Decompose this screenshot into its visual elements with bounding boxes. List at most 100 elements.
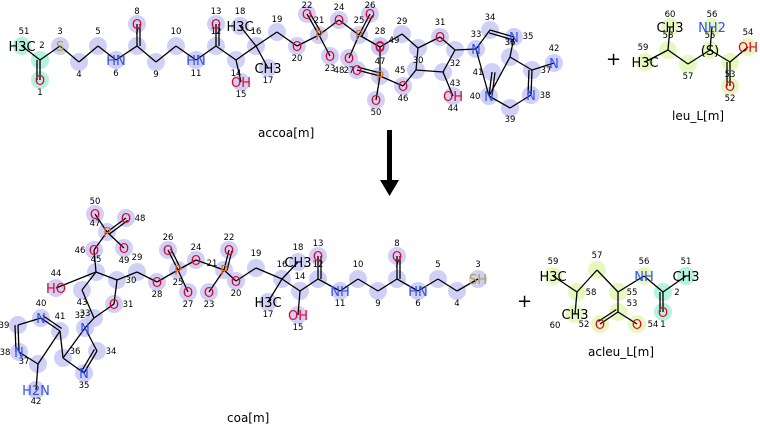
- bond: [709, 26, 713, 51]
- atom-index: 54: [648, 320, 659, 330]
- bond: [402, 69, 417, 87]
- atom-symbol: P: [355, 29, 363, 44]
- atom-symbol: O: [89, 244, 99, 259]
- bond: [113, 279, 118, 305]
- bond: [509, 56, 533, 71]
- bond: [84, 327, 98, 352]
- bond-double: [488, 32, 514, 41]
- bond: [442, 49, 456, 73]
- bond: [617, 311, 638, 325]
- bond: [235, 59, 242, 83]
- bond-double: [226, 250, 233, 271]
- atom-index: 34: [485, 13, 496, 23]
- atom-index: 22: [224, 233, 235, 243]
- bond: [396, 278, 419, 292]
- bond-double: [170, 248, 182, 269]
- atom-index: 55: [705, 31, 716, 41]
- atom-index: 60: [665, 10, 676, 20]
- bond: [415, 69, 444, 73]
- atom-symbol: H2N: [22, 384, 50, 399]
- atom-index: 29: [397, 17, 408, 27]
- bond: [18, 351, 39, 365]
- bond: [83, 350, 98, 374]
- bond: [95, 271, 118, 281]
- bond: [276, 31, 298, 47]
- atom-index: 52: [579, 320, 590, 330]
- atom-index: 10: [353, 260, 364, 270]
- bond: [55, 271, 97, 289]
- atom-index: 47: [90, 219, 101, 229]
- bond: [177, 269, 189, 293]
- bond: [208, 269, 225, 293]
- atom-index: 48: [334, 66, 345, 76]
- atom-symbol: CH3: [656, 21, 683, 36]
- atom-symbol: O: [163, 244, 173, 259]
- atom-symbol: O: [191, 254, 201, 269]
- atom-symbol: N: [509, 31, 519, 46]
- atom-index: 51: [19, 27, 30, 37]
- atom-symbol: P: [315, 29, 323, 44]
- atom-index: 58: [586, 288, 597, 298]
- atom-index: 5: [95, 27, 100, 37]
- label-accoa: accoa[m]: [258, 126, 314, 140]
- bond: [617, 275, 645, 293]
- atom-index: 26: [163, 233, 174, 243]
- atom-index: 4: [76, 70, 81, 80]
- atom-index: 23: [325, 64, 336, 74]
- atom-index: 57: [592, 251, 603, 261]
- atom-index: 39: [505, 115, 516, 125]
- atom-index: 58: [663, 31, 674, 41]
- bond: [177, 259, 197, 271]
- atom-symbol: O: [398, 80, 408, 95]
- bond: [306, 13, 320, 36]
- plus-sign-products: +: [517, 291, 532, 312]
- atom-index: 56: [707, 10, 718, 20]
- bond: [509, 94, 532, 109]
- atom-index: 43: [77, 298, 88, 308]
- atom-index: 53: [725, 70, 736, 80]
- atom-index: 44: [448, 104, 459, 114]
- bond: [454, 48, 477, 51]
- bond: [687, 49, 711, 65]
- bond: [167, 249, 179, 271]
- atom-symbol: CH3: [561, 308, 588, 323]
- bond: [21, 45, 41, 61]
- bond: [255, 31, 278, 47]
- bond: [318, 34, 331, 57]
- atom-symbol: N: [80, 322, 90, 337]
- bond: [475, 29, 491, 50]
- atom-index: 35: [523, 32, 534, 42]
- atom-index: 48: [135, 214, 146, 224]
- atom-symbol: NH: [634, 270, 654, 285]
- bond: [299, 278, 319, 292]
- atom-symbol: O: [90, 208, 100, 223]
- atom-symbol: H3C: [539, 270, 566, 285]
- bond: [84, 317, 95, 329]
- atom-index: 28: [152, 290, 163, 300]
- atom-index: 18: [293, 243, 304, 253]
- bond: [576, 269, 598, 293]
- bond: [195, 259, 225, 271]
- bond: [297, 290, 301, 316]
- atom-index: 41: [55, 312, 66, 322]
- bond: [401, 33, 419, 49]
- atom-symbol: CH3: [254, 62, 281, 77]
- atom-symbol: HN: [408, 285, 428, 300]
- plus-sign-reactants: +: [606, 49, 621, 70]
- atom-index: 20: [292, 54, 303, 64]
- atom-symbol: O: [109, 298, 119, 313]
- bond: [93, 231, 108, 251]
- bond: [531, 62, 555, 71]
- atom-index: 12: [313, 260, 324, 270]
- bond: [195, 45, 217, 61]
- bond: [94, 213, 108, 233]
- atom-index: 42: [31, 397, 42, 407]
- bond: [296, 34, 320, 47]
- bond: [235, 45, 257, 61]
- bond: [78, 45, 99, 63]
- bond: [223, 249, 230, 271]
- bond: [318, 19, 340, 36]
- atom-index: 57: [683, 72, 694, 82]
- atom-index: 41: [473, 68, 484, 78]
- atom-symbol: O: [375, 40, 385, 55]
